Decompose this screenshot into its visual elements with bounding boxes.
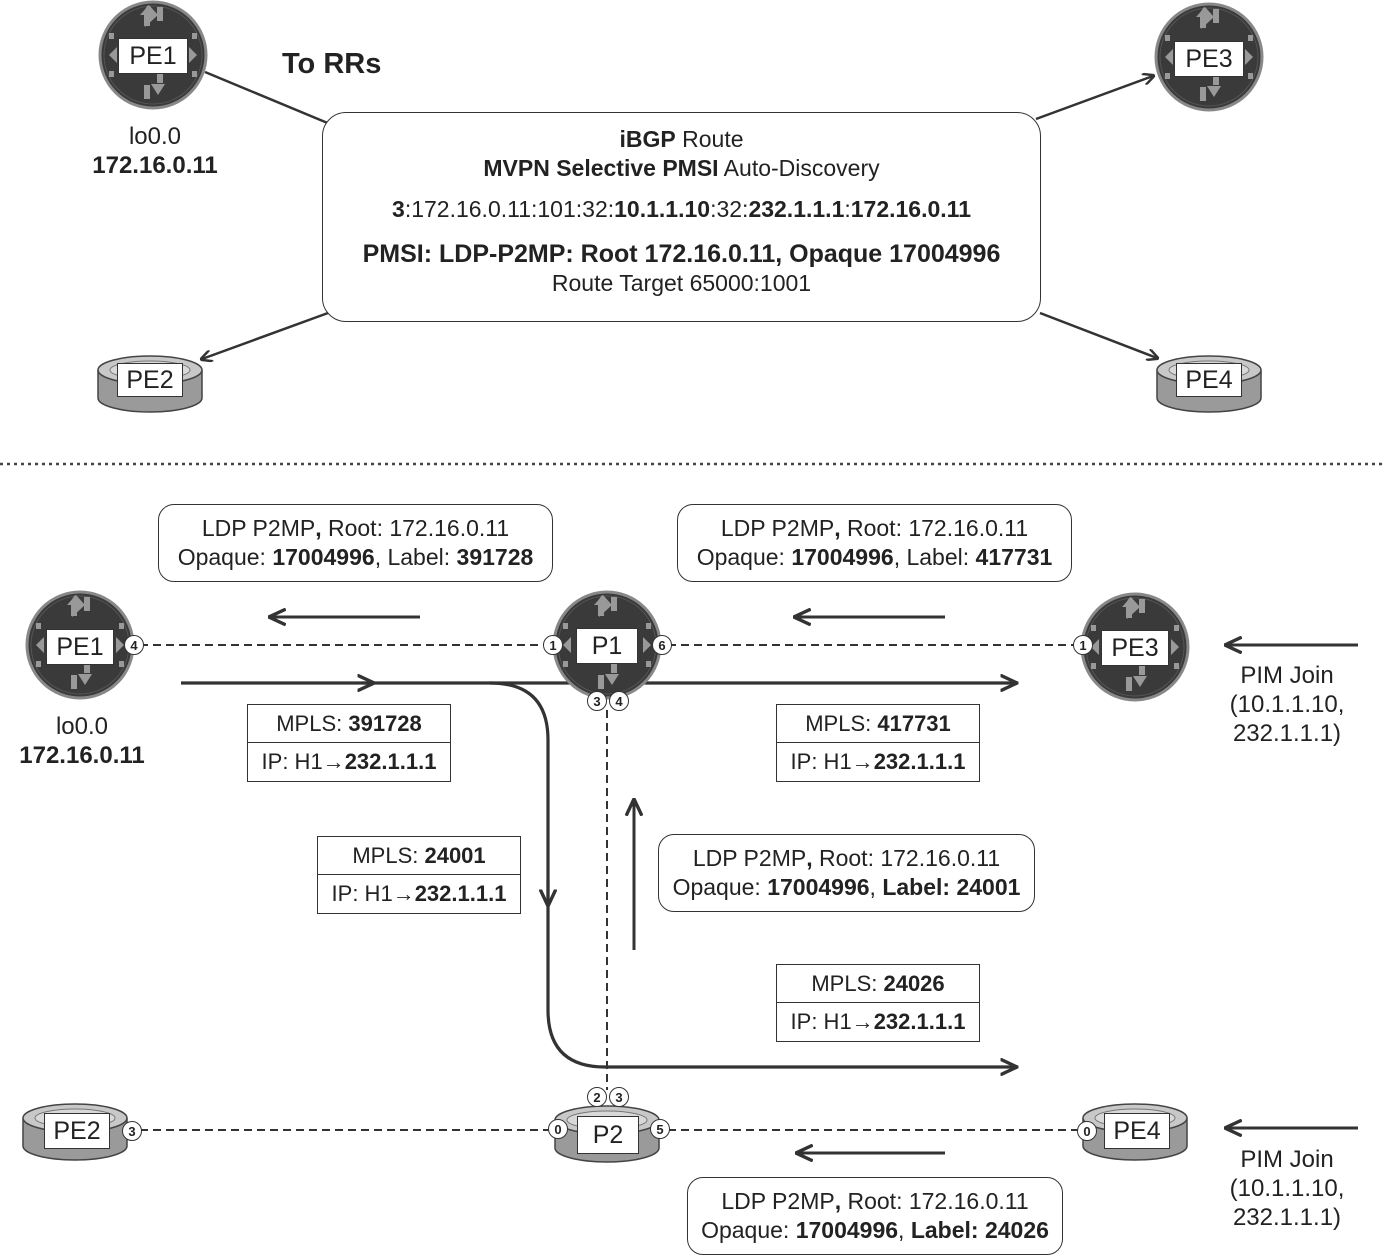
port-pe1-4: 4 [124,635,144,655]
ibgp-route-box: iBGP Route MVPN Selective PMSI Auto-Disc… [322,112,1041,322]
mpls-box-p2-pe4: MPLS: 24026 IP: H1→232.1.1.1 [776,964,980,1042]
route-nlri: 3:172.16.0.11:101:32:10.1.1.10:32:232.1.… [392,196,971,222]
port-p2-2: 2 [587,1087,607,1107]
route-pmsi: PMSI: LDP-P2MP: Root 172.16.0.11, Opaque… [362,240,1001,268]
bottom-pe2-label: PE2 [44,1113,110,1149]
bottom-section [22,590,1358,1163]
pe1-lo-label: lo0.0 [128,123,182,150]
pim-join-pe4: PIM Join(10.1.1.10,232.1.1.1) [1229,1146,1345,1231]
port-pe2-3: 3 [122,1121,142,1141]
pe1-label: PE1 [118,38,188,74]
port-pe3-1: 1 [1073,635,1093,655]
pe4-label: PE4 [1176,363,1242,397]
bottom-pe1-label: PE1 [46,629,114,665]
arrow-to-pe2 [202,311,329,359]
link-pe1-box [204,70,331,126]
bottom-pe3-label: PE3 [1101,630,1169,666]
port-p1-6: 6 [652,635,672,655]
ldp-box-pe4-p2: LDP P2MP, Root: 172.16.0.11 Opaque: 1700… [687,1177,1063,1255]
bottom-pe1-ip-label: 172.16.0.11 [19,742,145,769]
mpls-box-pe1-p1: MPLS: 391728 IP: H1→232.1.1.1 [247,704,451,782]
port-p1-3: 3 [587,691,607,711]
mpls-box-p1-p2: MPLS: 24001 IP: H1→232.1.1.1 [317,836,521,914]
arrow-to-pe3 [1035,76,1153,121]
pe2-label: PE2 [117,363,183,397]
port-p2-0: 0 [548,1119,568,1139]
top-section [97,0,1264,413]
to-rrs-title: To RRs [282,48,382,80]
port-p2-3: 3 [609,1087,629,1107]
route-type-bold: iBGP [619,126,676,152]
ldp-box-p2-p1: LDP P2MP, Root: 172.16.0.11 Opaque: 1700… [658,834,1035,912]
p1-label: P1 [576,628,638,664]
pe3-label: PE3 [1174,41,1244,77]
route-family-bold: MVPN Selective PMSI [483,155,719,181]
port-pe4-0: 0 [1077,1121,1097,1141]
port-p1-1: 1 [543,635,563,655]
data-path-p1-p2-pe4 [489,681,1016,1067]
route-type-rest: Route [675,126,744,152]
pim-join-pe3: PIM Join(10.1.1.10,232.1.1.1) [1229,662,1345,747]
port-p2-5: 5 [650,1119,670,1139]
bottom-pe1-lo-label: lo0.0 [55,713,109,740]
pe1-ip-label: 172.16.0.11 [92,152,218,179]
p2-label: P2 [577,1116,639,1154]
bottom-pe4-label: PE4 [1104,1113,1170,1149]
route-family-rest: Auto-Discovery [718,155,880,181]
route-target: Route Target 65000:1001 [551,270,812,296]
port-p1-4: 4 [609,691,629,711]
ldp-box-p1-pe1: LDP P2MP, Root: 172.16.0.11 Opaque: 1700… [158,504,553,582]
ldp-box-pe3-p1: LDP P2MP, Root: 172.16.0.11 Opaque: 1700… [677,504,1072,582]
mpls-box-p1-pe3: MPLS: 417731 IP: H1→232.1.1.1 [776,704,980,782]
arrow-to-pe4 [1039,311,1157,358]
